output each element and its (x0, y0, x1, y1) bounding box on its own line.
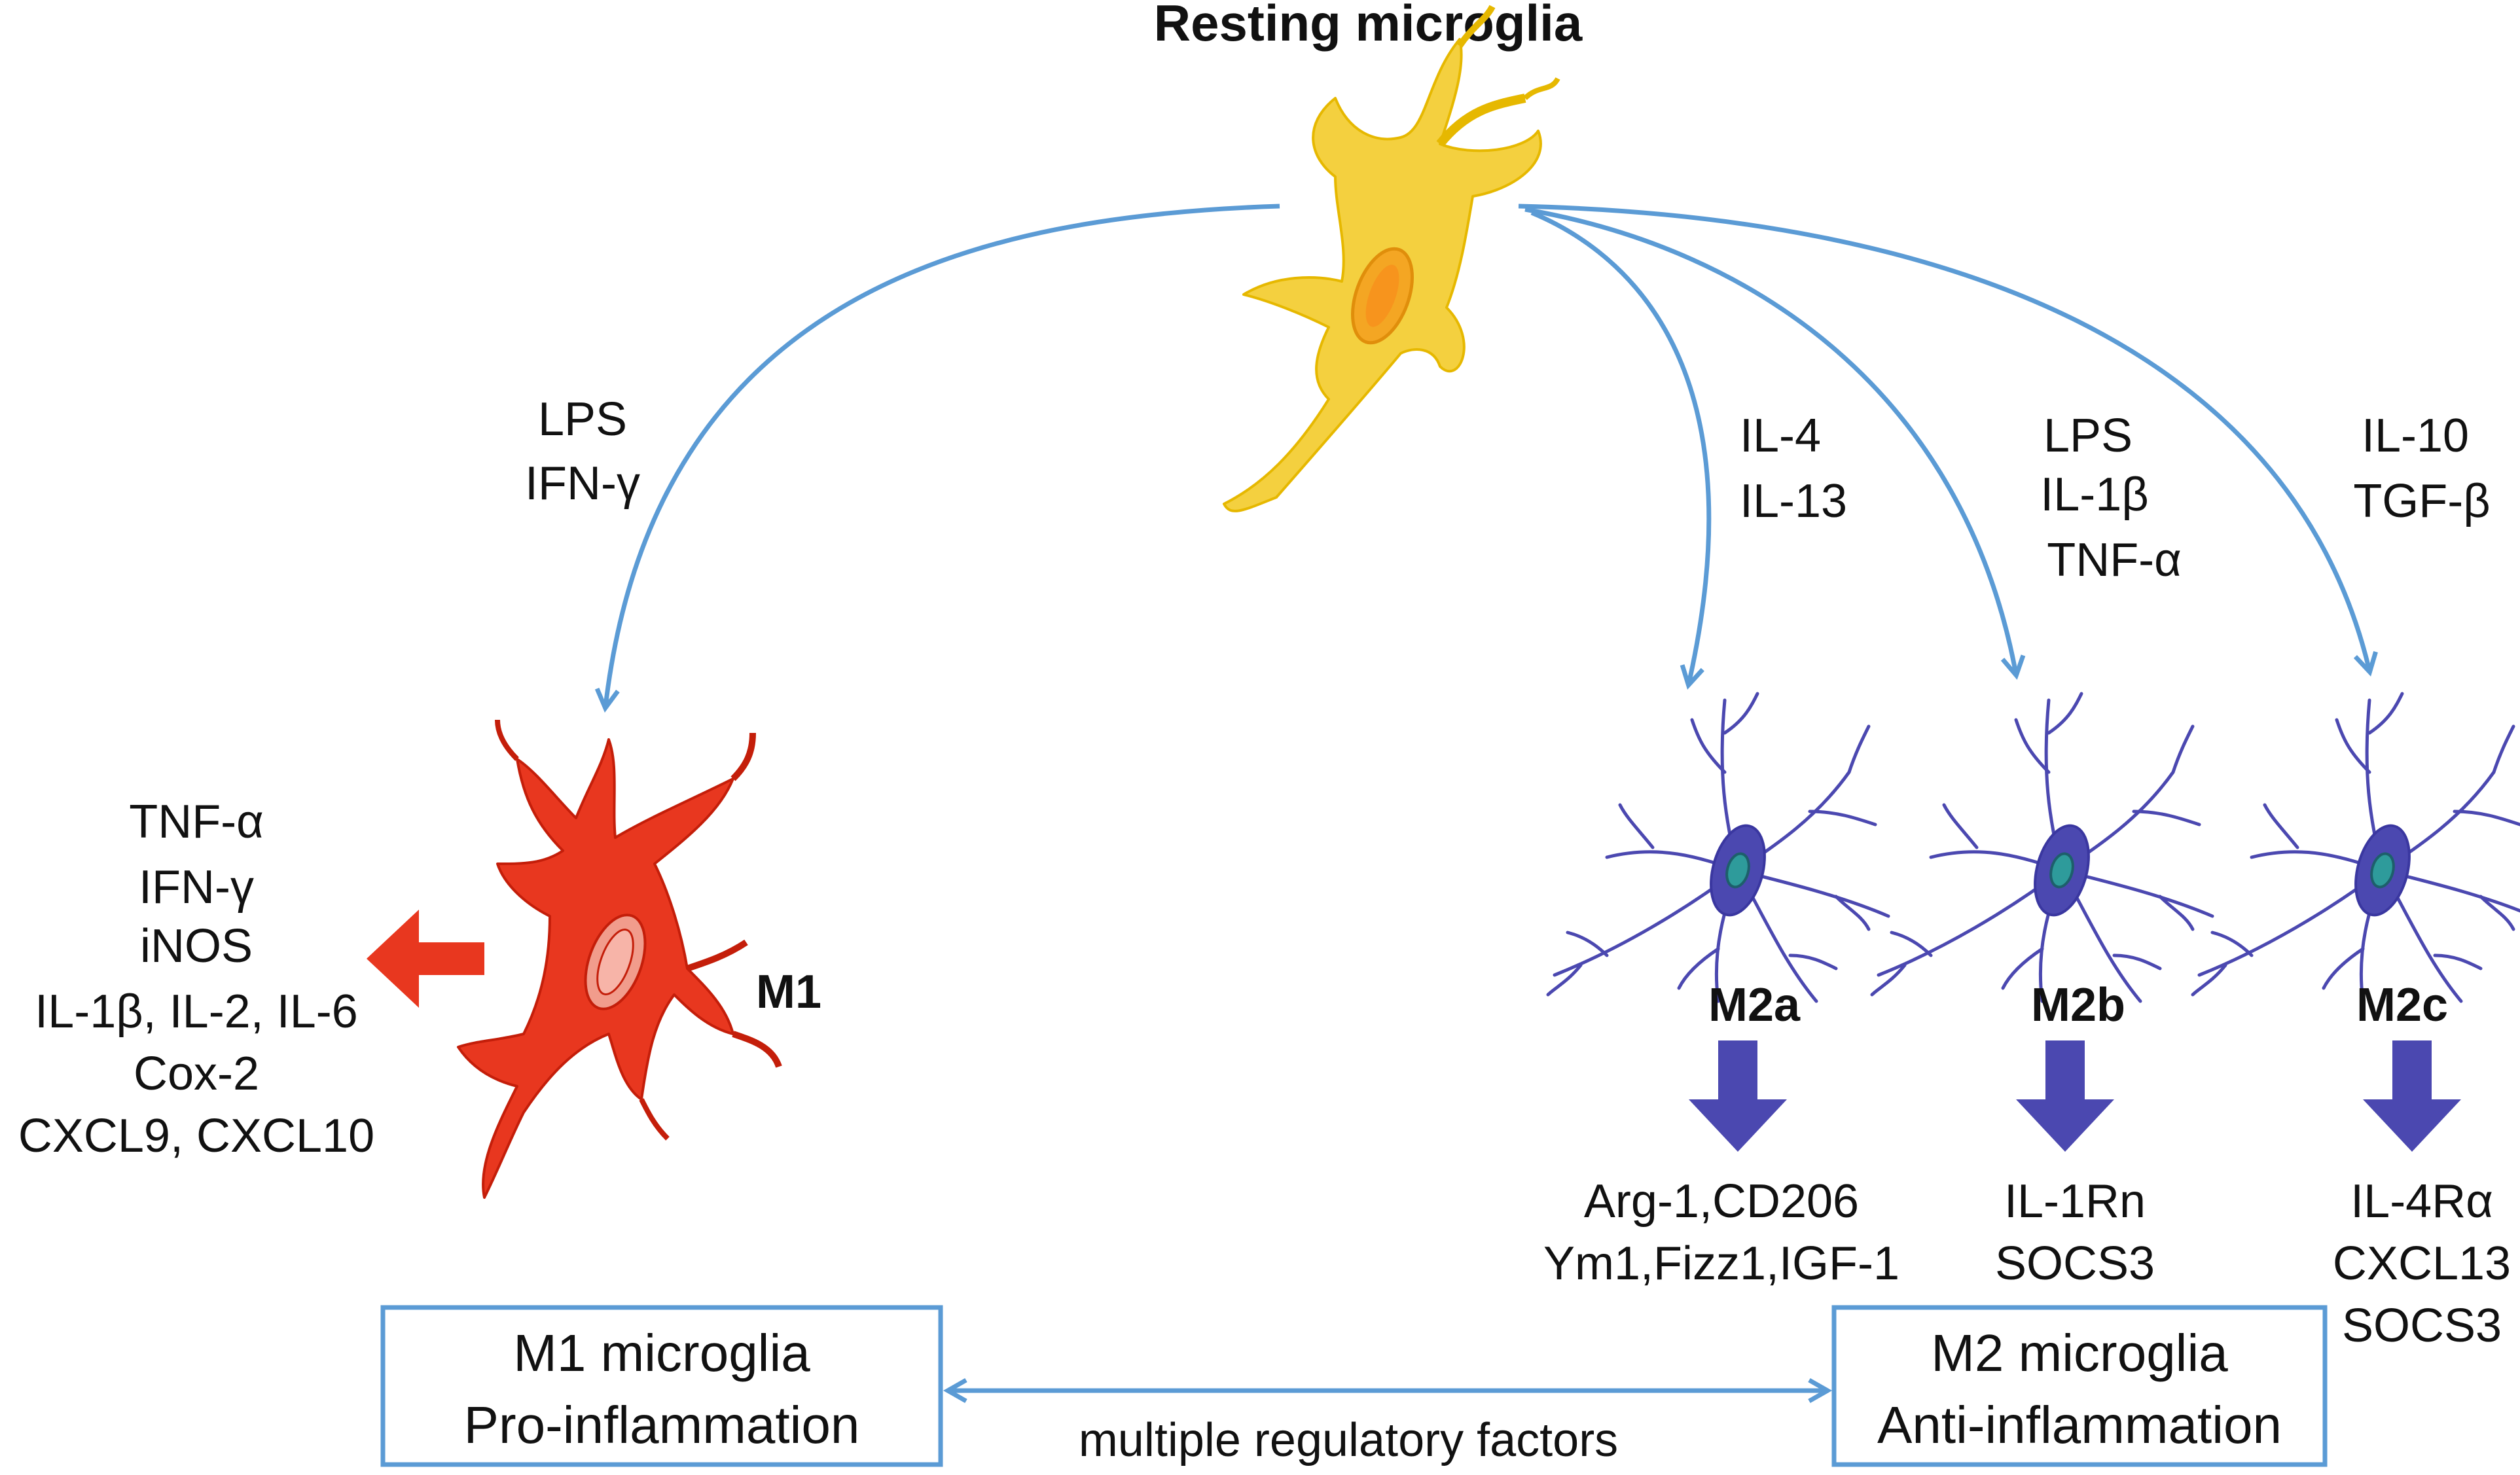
m2a-stimulus-2: IL-13 (1740, 475, 1847, 527)
m2b-label: M2b (2031, 979, 2125, 1031)
m2a-product-1: Arg-1,CD206 (1584, 1175, 1859, 1228)
m2c-stimulus-2: TGF-β (2353, 475, 2490, 527)
m2b-product-1: IL-1Rn (2004, 1175, 2146, 1228)
m2b-microglia-cell (1870, 692, 2214, 1003)
m1-box-line-1: M1 microglia (513, 1324, 810, 1382)
m2-cells (1546, 692, 2520, 1003)
m2b-output-arrow (2016, 1040, 2114, 1152)
m2a-label: M2a (1708, 979, 1801, 1031)
m2a-products: Arg-1,CD206 Ym1,Fizz1,IGF-1 (1543, 1175, 1899, 1290)
m2b-product-2: SOCS3 (1995, 1237, 2155, 1290)
m1-product-3: iNOS (140, 920, 253, 972)
m2a-stimuli: IL-4 IL-13 (1740, 410, 1847, 527)
m2c-microglia-cell (2191, 692, 2520, 1003)
m2a-output-arrow (1689, 1040, 1787, 1152)
page-title: Resting microglia (1154, 0, 1583, 52)
arrow-to-m1 (594, 204, 1280, 713)
m2b-stimulus-2: IL-1β (2040, 469, 2148, 521)
m2b-products: IL-1Rn SOCS3 (1995, 1175, 2155, 1290)
m1-product-6: CXCL9, CXCL10 (18, 1110, 374, 1162)
arrow-to-m2b (1524, 207, 2026, 680)
m2b-stimuli: LPS IL-1β TNF-α (2040, 410, 2182, 586)
m1-product-1: TNF-α (129, 796, 264, 848)
m2a-stimulus-1: IL-4 (1740, 410, 1821, 462)
m1-box-line-2: Pro-inflammation (464, 1396, 860, 1454)
m2b-stimulus-1: LPS (2043, 410, 2133, 462)
m1-product-4: IL-1β, IL-2, IL-6 (35, 986, 358, 1038)
m1-stimulus-1: LPS (538, 393, 627, 446)
m1-stimulus-2: IFN-γ (525, 457, 640, 510)
m1-label: M1 (756, 966, 821, 1018)
m2c-product-2: CXCL13 (2333, 1237, 2511, 1290)
m1-microglia-box (380, 1305, 943, 1467)
m2c-stimuli: IL-10 TGF-β (2353, 410, 2490, 527)
m1-product-2: IFN-γ (139, 861, 254, 914)
m2b-stimulus-3: TNF-α (2047, 534, 2182, 586)
m2c-label: M2c (2356, 979, 2448, 1031)
m2c-products: IL-4Rα CXCL13 SOCS3 (2333, 1175, 2511, 1352)
arrow-to-m2a (1530, 210, 1712, 690)
m2a-product-2: Ym1,Fizz1,IGF-1 (1543, 1237, 1899, 1290)
m2a-microglia-cell (1546, 692, 1890, 1003)
m2-microglia-box (1831, 1305, 2328, 1467)
m2-box-line-1: M2 microglia (1931, 1324, 2228, 1382)
m1-stimuli: LPS IFN-γ (525, 393, 640, 510)
m1-output-arrow (367, 910, 484, 1008)
m2c-product-1: IL-4Rα (2350, 1175, 2493, 1228)
m1-products: TNF-α IFN-γ iNOS IL-1β, IL-2, IL-6 Cox-2… (18, 796, 374, 1162)
m1-product-5: Cox-2 (134, 1048, 259, 1100)
m2c-output-arrow (2363, 1040, 2461, 1152)
resting-microglia-cell (1223, 5, 1560, 512)
m2c-stimulus-1: IL-10 (2362, 410, 2469, 462)
arrow-to-m2c (1518, 204, 2378, 677)
m2c-product-3: SOCS3 (2342, 1300, 2502, 1352)
regulatory-factors-label: multiple regulatory factors (1079, 1414, 1618, 1466)
m2-box-line-2: Anti-inflammation (1877, 1396, 2282, 1454)
m1-microglia-cell (457, 719, 782, 1199)
